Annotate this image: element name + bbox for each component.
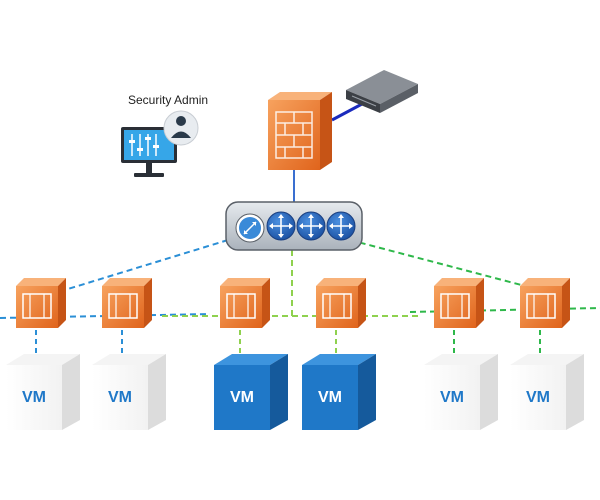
appliance-link	[331, 102, 363, 122]
firewall-icon	[520, 278, 570, 328]
vm-label: VM	[108, 389, 132, 406]
central-firewall-icon	[268, 92, 332, 170]
monitor-icon	[121, 127, 177, 177]
router-icon	[296, 211, 326, 241]
router-icon	[266, 211, 296, 241]
security-admin-workstation	[121, 110, 199, 177]
switch-port-icon	[235, 213, 265, 243]
firewall-icon	[434, 278, 484, 328]
vm-label: VM	[22, 389, 46, 406]
user-avatar-icon	[163, 110, 199, 146]
hub-green-segment-link	[349, 239, 549, 293]
vm-label: VM	[318, 389, 342, 406]
router-hub	[225, 201, 363, 251]
vm-block	[6, 354, 80, 430]
firewall-icon	[220, 278, 270, 328]
vm-block	[510, 354, 584, 430]
server-appliance-icon	[346, 70, 418, 113]
vm-block	[214, 354, 288, 430]
vm-block	[302, 354, 376, 430]
vm-row	[6, 354, 584, 430]
firewall-row	[16, 278, 570, 328]
firewall-icon	[316, 278, 366, 328]
vm-label: VM	[526, 389, 550, 406]
vm-label: VM	[230, 389, 254, 406]
router-icon	[326, 211, 356, 241]
vm-block	[424, 354, 498, 430]
security-admin-label: Security Admin	[128, 93, 209, 107]
firewall-icon	[102, 278, 152, 328]
vm-label: VM	[440, 389, 464, 406]
vm-block	[92, 354, 166, 430]
firewall-icon	[16, 278, 66, 328]
